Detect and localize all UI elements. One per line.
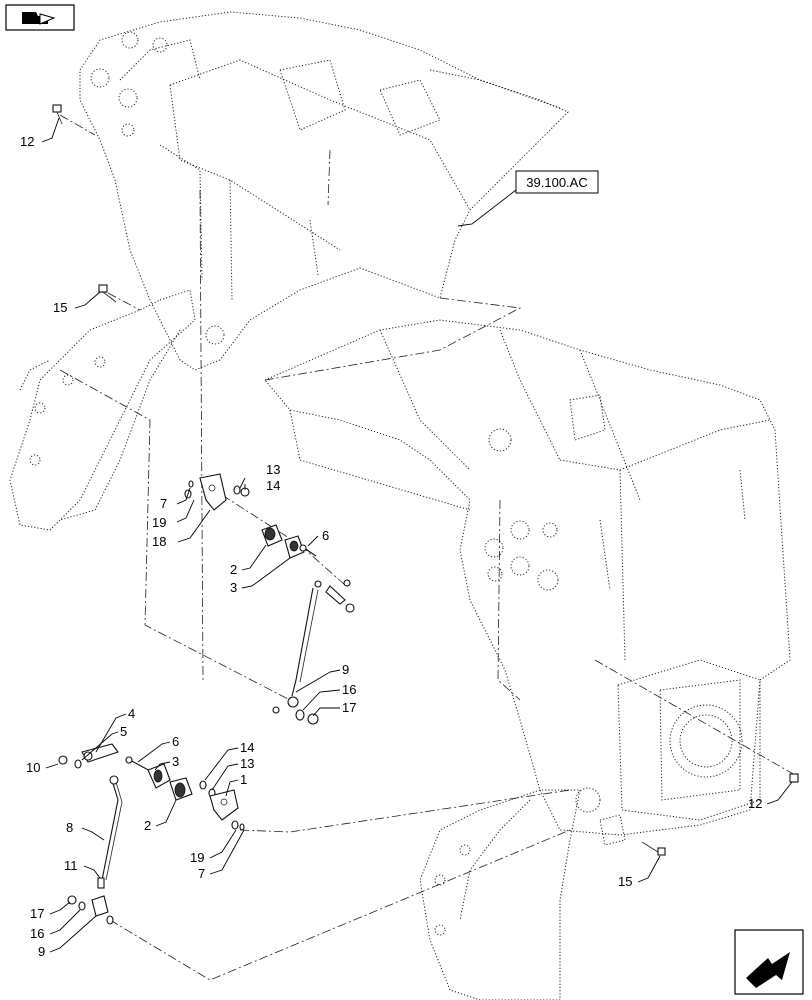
spacer-11 (97, 877, 105, 889)
bolt-6-a (299, 544, 317, 557)
bolt-15-top (98, 284, 117, 303)
callout-12-top: 12 (20, 134, 34, 149)
clamp-2-a (261, 524, 283, 547)
washer-19-b (231, 820, 239, 830)
callout-2-b: 2 (144, 818, 151, 833)
washer-13-a (233, 485, 241, 495)
upper-frame-assembly (9, 11, 569, 531)
joint-9-b (91, 895, 114, 925)
callout-9-b: 9 (38, 944, 45, 959)
washer-14-b (199, 780, 207, 790)
clamp-2-b (169, 777, 193, 801)
reference-label: 39.100.AC (526, 175, 587, 190)
callout-3-a: 3 (230, 580, 237, 595)
callout-16-b: 16 (30, 926, 44, 941)
callout-17-a: 17 (342, 700, 356, 715)
callout-6-b: 6 (172, 734, 179, 749)
book-navigation-icon[interactable] (5, 4, 75, 31)
washer-7-b (239, 823, 245, 831)
callout-8: 8 (66, 820, 73, 835)
callout-19-b: 19 (190, 850, 204, 865)
washer-16-b (78, 901, 86, 911)
callout-15-bottom: 15 (618, 874, 632, 889)
callout-16-a: 16 (342, 682, 356, 697)
callout-4: 4 (128, 706, 135, 721)
callout-14-a: 14 (266, 478, 280, 493)
callout-1: 1 (240, 772, 247, 787)
callout-18: 18 (152, 534, 166, 549)
washer-7-a (188, 480, 194, 488)
callout-9-a: 9 (342, 662, 349, 677)
callout-17-b: 17 (30, 906, 44, 921)
callout-5: 5 (120, 724, 127, 739)
callout-14-b: 14 (240, 740, 254, 755)
callout-labels: 12 15 13 14 7 19 18 6 2 3 9 16 17 4 5 10… (20, 134, 762, 959)
callout-leaders (41, 117, 793, 953)
callout-19-a: 19 (152, 515, 166, 530)
bolt-15-bottom (641, 841, 666, 856)
fastener-parts (52, 104, 799, 925)
next-page-arrow-icon[interactable] (734, 929, 804, 995)
callout-12-right: 12 (748, 796, 762, 811)
callout-7-a: 7 (160, 496, 167, 511)
bolt-12-top (52, 104, 63, 125)
lower-frame-assembly (264, 319, 791, 1000)
clamp-3-a (284, 535, 305, 559)
bracket-18 (199, 473, 227, 511)
lever-4 (81, 743, 119, 763)
linkage-rod-upper (287, 579, 355, 708)
washer-16-a (295, 709, 305, 721)
callout-7-b: 7 (198, 866, 205, 881)
callout-10: 10 (26, 760, 40, 775)
reference-box[interactable]: 39.100.AC (457, 170, 599, 227)
callout-11: 11 (64, 858, 78, 873)
callout-15-top: 15 (53, 300, 67, 315)
callout-13-a: 13 (266, 462, 280, 477)
construction-lines (59, 114, 796, 981)
rod-8 (101, 775, 123, 881)
clamp-3-b (147, 763, 171, 789)
nut-10 (58, 755, 68, 765)
callout-3-b: 3 (172, 754, 179, 769)
callout-6-a: 6 (322, 528, 329, 543)
bolt-12-right (789, 773, 799, 783)
callout-13-b: 13 (240, 756, 254, 771)
nut-17-a (307, 713, 319, 725)
washer-5 (74, 759, 82, 769)
callout-2-a: 2 (230, 562, 237, 577)
bracket-1 (209, 789, 239, 821)
